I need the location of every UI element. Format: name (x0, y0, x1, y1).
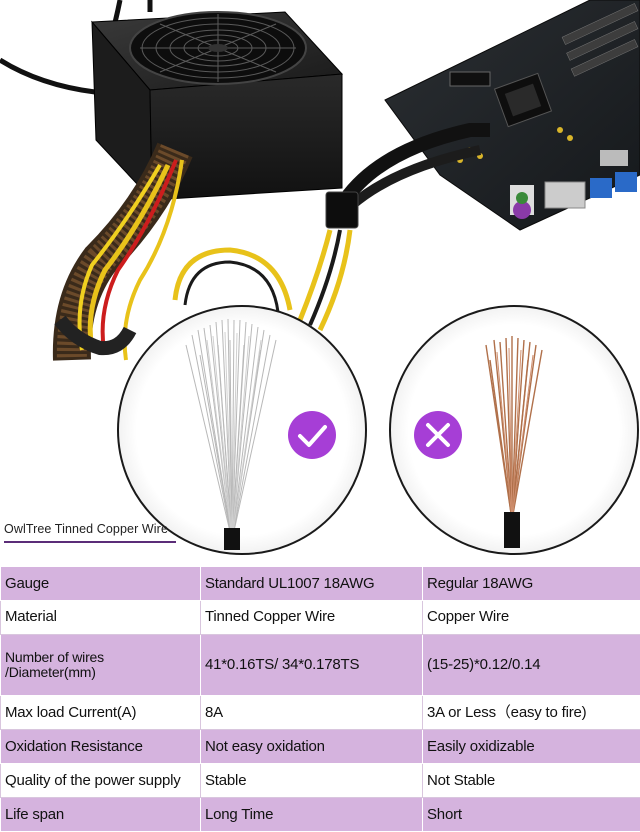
cpu-power-cable (297, 123, 490, 332)
power-supply-unit (90, 11, 344, 202)
regular-value: Regular 18AWG (422, 566, 640, 601)
tinned-value: 41*0.16TS/ 34*0.178TS (200, 633, 423, 697)
product-photo: OwlTree Tinned Copper Wire (0, 0, 640, 555)
copper-wire-sample (389, 305, 639, 555)
regular-value: Copper Wire (422, 599, 640, 635)
table-row: Number of wires /Diameter(mm) 41*0.16TS/… (0, 633, 640, 697)
row-label: Oxidation Resistance (0, 729, 201, 765)
regular-value: Not Stable (422, 763, 640, 799)
check-icon (288, 411, 336, 459)
product-caption: OwlTree Tinned Copper Wire (4, 522, 169, 536)
regular-value: 3A or Less（easy to fire) (422, 695, 640, 731)
row-label: Gauge (0, 566, 201, 601)
row-label: Quality of the power supply (0, 763, 201, 799)
regular-value: Easily oxidizable (422, 729, 640, 765)
comparison-table: Gauge Standard UL1007 18AWG Regular 18AW… (0, 566, 640, 832)
tinned-value: Long Time (200, 797, 423, 832)
regular-value: (15-25)*0.12/0.14 (422, 633, 640, 697)
table-row: Quality of the power supply Stable Not S… (0, 763, 640, 799)
table-row: Max load Current(A) 8A 3A or Less（easy t… (0, 695, 640, 731)
cable-bundle (52, 142, 293, 361)
table-row: Oxidation Resistance Not easy oxidation … (0, 729, 640, 765)
row-label: Max load Current(A) (0, 695, 201, 731)
tinned-value: Standard UL1007 18AWG (200, 566, 423, 601)
table-row: Gauge Standard UL1007 18AWG Regular 18AW… (0, 566, 640, 601)
row-label: Number of wires /Diameter(mm) (0, 633, 201, 697)
table-row: Life span Long Time Short (0, 797, 640, 832)
motherboard (384, 0, 640, 231)
x-icon (414, 411, 462, 459)
row-label: Material (0, 599, 201, 635)
tinned-value: Not easy oxidation (200, 729, 423, 765)
row-label: Life span (0, 797, 201, 832)
tinned-value: Tinned Copper Wire (200, 599, 423, 635)
caption-underline (4, 541, 176, 543)
regular-value: Short (422, 797, 640, 832)
tinned-wire-sample (117, 305, 367, 555)
tinned-value: 8A (200, 695, 423, 731)
tinned-value: Stable (200, 763, 423, 799)
table-row: Material Tinned Copper Wire Copper Wire (0, 599, 640, 635)
